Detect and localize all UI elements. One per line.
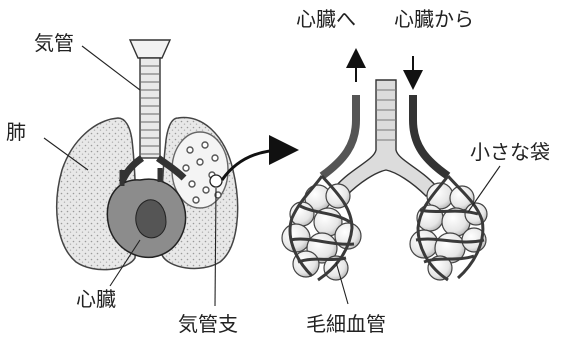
alveolar-sac-left [282, 184, 361, 280]
label-to-heart: 心臓へ [296, 7, 356, 31]
lungs-figure [57, 40, 238, 270]
leader-alveolus [468, 166, 500, 212]
label-bronchus: 気管支 [178, 312, 238, 336]
label-lung: 肺 [6, 120, 26, 144]
label-alveolus: 小さな袋 [470, 140, 550, 164]
label-heart: 心臓 [76, 287, 116, 311]
leader-trachea [82, 46, 140, 90]
vessel-from-heart [413, 95, 448, 176]
label-capillary: 毛細血管 [306, 312, 386, 336]
label-trachea: 気管 [34, 31, 74, 55]
alveolar-sac-right [410, 183, 487, 280]
vessel-to-heart [322, 95, 356, 176]
alveoli-figure [282, 80, 487, 280]
label-from-heart: 心臓から [394, 7, 474, 31]
